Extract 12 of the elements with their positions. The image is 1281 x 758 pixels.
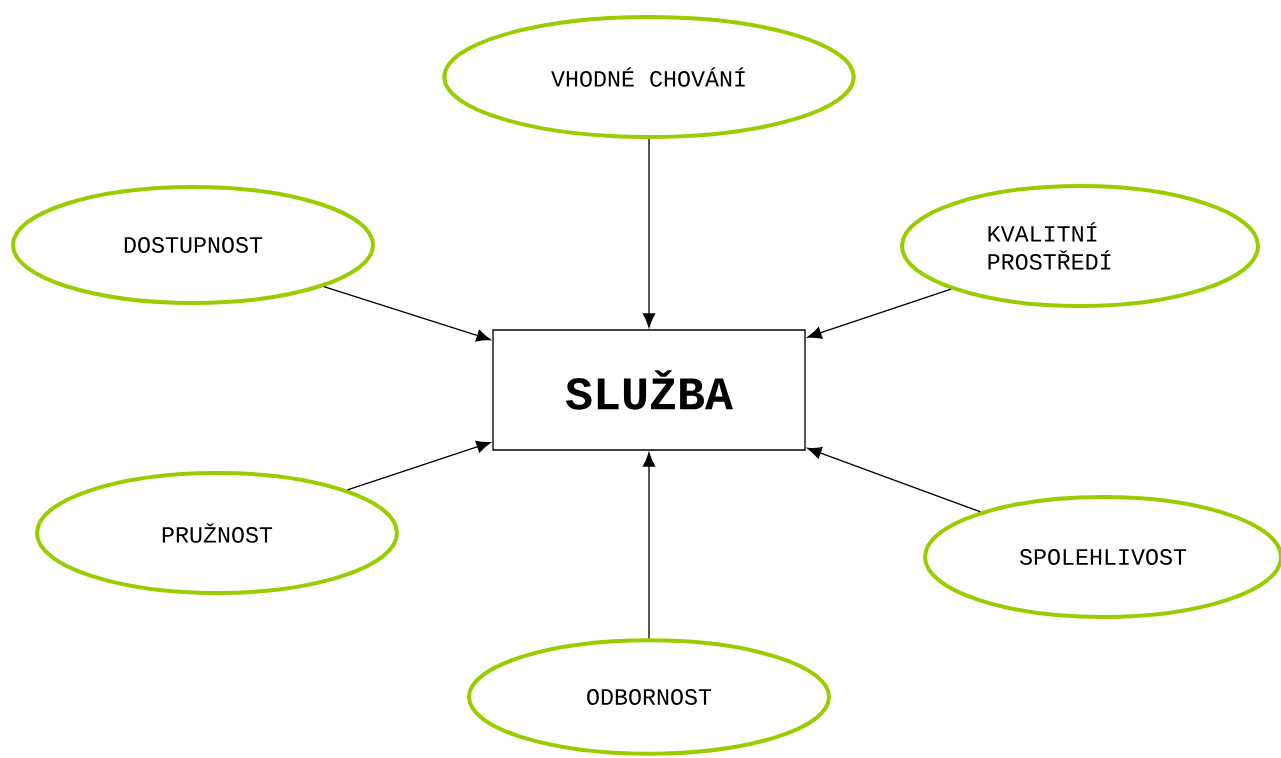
oval: ODBORNOST — [467, 638, 831, 756]
oval: VHODNÉ CHOVÁNÍ — [442, 15, 856, 139]
oval: PRUŽNOST — [35, 471, 399, 595]
oval: KVALITNÍ PROSTŘEDÍ — [900, 184, 1260, 308]
arrow — [642, 452, 656, 639]
arrow — [807, 447, 981, 513]
arrow — [807, 288, 952, 339]
arrow — [346, 440, 491, 491]
service-box: SLUŽBA — [492, 329, 806, 451]
oval: DOSTUPNOST — [11, 185, 375, 305]
arrow — [642, 138, 656, 328]
arrow — [323, 286, 491, 342]
